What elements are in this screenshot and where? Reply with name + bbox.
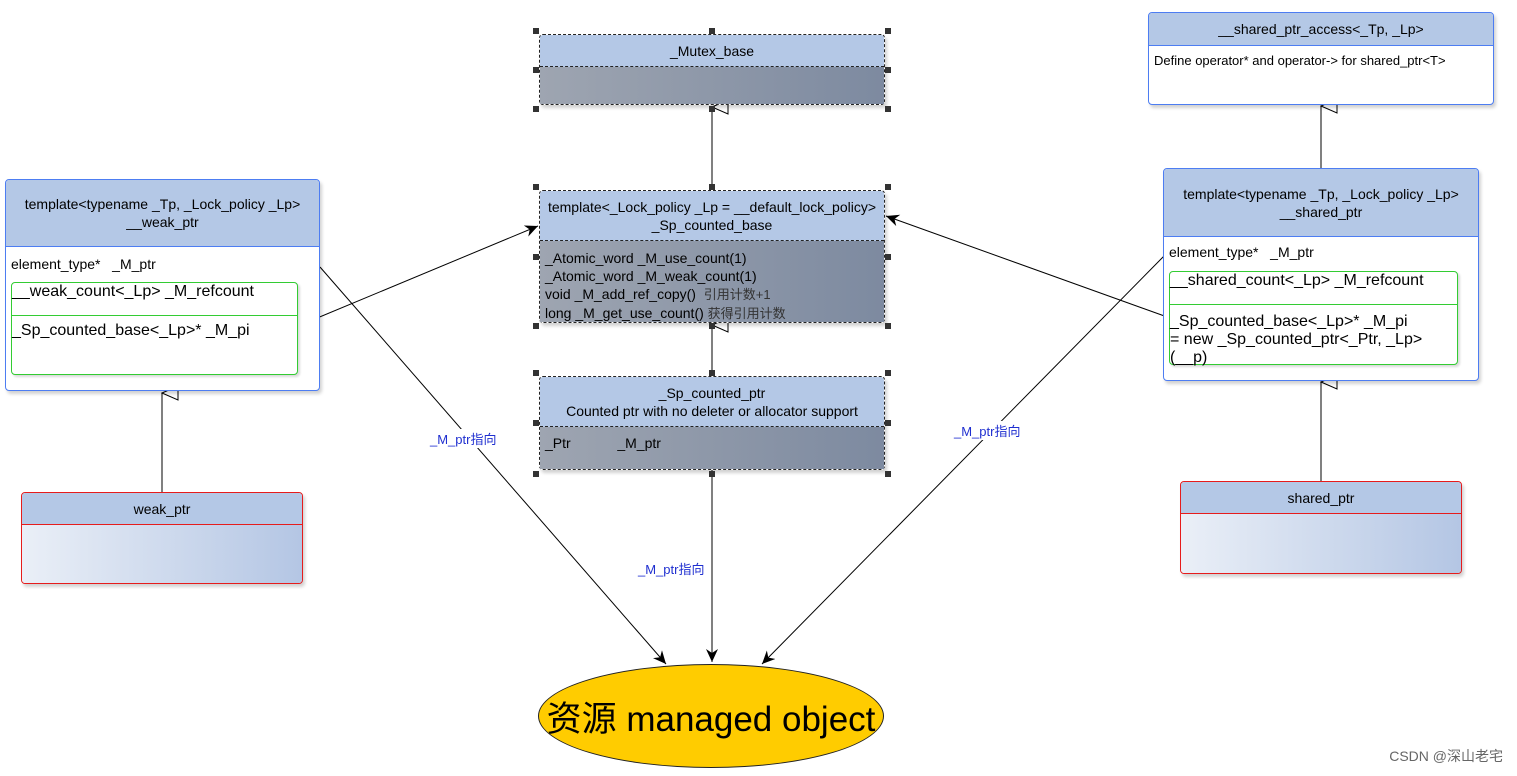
edge-label-counted-ptr: _M_ptr指向 — [638, 559, 705, 578]
shared-ptr-box[interactable]: shared_ptr — [1180, 481, 1462, 574]
handle[interactable] — [885, 420, 891, 426]
weak-ptr-body — [22, 525, 302, 583]
sp-counted-base-header: template<_Lock_policy _Lp = __default_lo… — [540, 191, 884, 241]
sp-counted-ptr-header: _Sp_counted_ptr Counted ptr with no dele… — [540, 377, 884, 427]
managed-object-label: 资源 managed object — [546, 699, 876, 739]
handle[interactable] — [533, 471, 539, 477]
weak-count-title: __weak_count<_Lp> _M_refcount — [12, 283, 297, 316]
handle[interactable] — [533, 67, 539, 73]
handle[interactable] — [709, 28, 715, 34]
weak-count-member: _Sp_counted_base<_Lp>* _M_pi — [12, 322, 250, 339]
watermark: CSDN @深山老宅 — [1389, 748, 1503, 764]
sp-counted-base-template: template<_Lock_policy _Lp = __default_lo… — [547, 198, 877, 215]
shared-ptr-access-box[interactable]: __shared_ptr_access<_Tp, _Lp> Define ope… — [1148, 12, 1494, 105]
sp-counted-ptr-member: _Ptr _M_ptr — [540, 427, 884, 469]
handle[interactable] — [709, 323, 715, 329]
shared-ptr-body — [1181, 514, 1461, 573]
shared-count-title: __shared_count<_Lp> _M_refcount — [1170, 272, 1457, 305]
handle[interactable] — [533, 28, 539, 34]
mutex-base-box[interactable]: _Mutex_base — [539, 34, 885, 105]
shared-ptr-template-header: template<typename _Tp, _Lock_policy _Lp>… — [1164, 169, 1478, 237]
edge-label-weak-ptr: _M_ptr指向 — [430, 429, 497, 448]
weak-count-box[interactable]: __weak_count<_Lp> _M_refcount _Sp_counte… — [11, 282, 298, 375]
handle[interactable] — [885, 323, 891, 329]
handle[interactable] — [533, 420, 539, 426]
handle[interactable] — [885, 184, 891, 190]
handle[interactable] — [709, 106, 715, 112]
handle[interactable] — [709, 370, 715, 376]
handle[interactable] — [533, 323, 539, 329]
mutex-base-body — [540, 67, 884, 104]
handle[interactable] — [885, 106, 891, 112]
handle[interactable] — [885, 67, 891, 73]
arrow-weak-pi-to-base — [297, 225, 539, 327]
shared-ptr-element-member: element_type* _M_ptr — [1169, 244, 1314, 260]
shared-count-member-new: = new _Sp_counted_ptr<_Ptr, _Lp>(__p) — [1170, 331, 1423, 366]
weak-ptr-template-header: template<typename _Tp, _Lock_policy _Lp>… — [6, 180, 319, 247]
handle[interactable] — [885, 471, 891, 477]
mutex-base-title: _Mutex_base — [540, 35, 884, 67]
handle[interactable] — [533, 106, 539, 112]
sp-counted-base-title: _Sp_counted_base — [651, 216, 773, 233]
note-get-use-count: 获得引用计数 — [707, 306, 786, 321]
managed-object-ellipse[interactable]: 资源 managed object — [538, 664, 884, 768]
shared-ptr-access-member: Define operator* and operator-> for shar… — [1154, 53, 1446, 68]
weak-ptr-box[interactable]: weak_ptr — [21, 492, 303, 584]
arrow-shared-ptr-to-object — [761, 254, 1166, 665]
member-get-use-count: long _M_get_use_count() 获得引用计数 — [545, 305, 786, 321]
handle[interactable] — [533, 184, 539, 190]
handle[interactable] — [533, 254, 539, 260]
sp-counted-base-box[interactable]: template<_Lock_policy _Lp = __default_lo… — [539, 190, 885, 323]
arrow-shared-pi-to-base — [885, 214, 1171, 319]
edge-label-shared-ptr: _M_ptr指向 — [954, 421, 1021, 440]
shared-ptr-template-line: template<typename _Tp, _Lock_policy _Lp> — [1183, 185, 1459, 202]
arrow-weak-ptr-to-object — [319, 266, 667, 665]
weak-ptr-template-title: __weak_ptr — [126, 214, 199, 230]
weak-ptr-template-line: template<typename _Tp, _Lock_policy _Lp> — [24, 196, 301, 212]
handle[interactable] — [885, 28, 891, 34]
member-use-count: _Atomic_word _M_use_count(1) — [545, 250, 747, 266]
sp-counted-base-members: _Atomic_word _M_use_count(1) _Atomic_wor… — [540, 241, 884, 322]
shared-count-box[interactable]: __shared_count<_Lp> _M_refcount _Sp_coun… — [1169, 271, 1458, 367]
handle[interactable] — [709, 184, 715, 190]
weak-ptr-element-member: element_type* _M_ptr — [11, 256, 156, 272]
shared-count-members: _Sp_counted_base<_Lp>* _M_pi = new _Sp_c… — [1170, 305, 1457, 367]
handle[interactable] — [533, 370, 539, 376]
handle[interactable] — [709, 471, 715, 477]
handle[interactable] — [885, 254, 891, 260]
sp-counted-ptr-box[interactable]: _Sp_counted_ptr Counted ptr with no dele… — [539, 376, 885, 470]
handle[interactable] — [885, 370, 891, 376]
shared-ptr-title: shared_ptr — [1181, 482, 1461, 514]
sp-counted-ptr-title: _Sp_counted_ptr — [658, 384, 766, 401]
shared-count-member-pi: _Sp_counted_base<_Lp>* _M_pi — [1170, 313, 1408, 330]
weak-ptr-title: weak_ptr — [22, 493, 302, 525]
sp-counted-ptr-subtitle: Counted ptr with no deleter or allocator… — [566, 402, 858, 419]
member-add-ref-copy: void _M_add_ref_copy() 引用计数+1 — [545, 286, 771, 302]
member-weak-count: _Atomic_word _M_weak_count(1) — [545, 268, 757, 284]
note-add-ref: 引用计数+1 — [703, 287, 771, 302]
shared-ptr-access-title: __shared_ptr_access<_Tp, _Lp> — [1149, 13, 1493, 46]
shared-ptr-template-title: __shared_ptr — [1279, 203, 1363, 220]
